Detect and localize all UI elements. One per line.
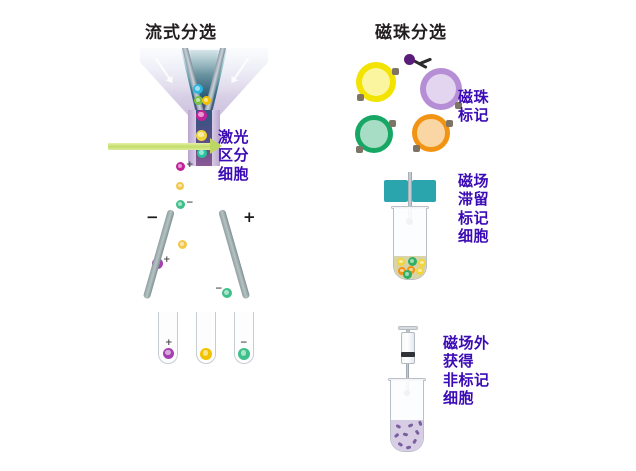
syringe-flange [398,326,418,330]
stream-cell [194,96,203,105]
retained-cell [397,258,405,266]
droplet [176,162,185,171]
cell-cytoplasm [417,119,445,147]
syringe-barrel [401,332,415,364]
cell-nub [446,120,453,127]
laser-arrow-icon [210,138,222,154]
cell-nub [392,68,399,75]
stream-cell [196,110,207,121]
left-panel-title: 流式分选 [145,23,217,43]
magnet-retention-annotation: 磁场 滞留 标记 细胞 [458,172,490,245]
retained-cell [418,259,426,267]
cell-cytoplasm [425,73,457,105]
droplet-charge-minus: − [215,284,223,294]
cell-nub [356,146,363,153]
cell-nub [455,102,462,109]
magnet-block-right [412,180,436,202]
droplet-charge-minus: − [186,198,194,208]
cell-cytoplasm [360,120,388,148]
droplet [176,182,184,190]
syringe-stopper [401,352,415,357]
stream-cell [193,84,203,94]
droplet-charge-plus: + [186,160,194,170]
collected-cell [238,348,250,360]
retained-cell [403,270,412,279]
stream-cell [197,148,207,158]
retained-cell [398,267,406,275]
droplet [222,288,232,298]
droplet [176,200,185,209]
collected-cell [163,348,174,359]
plate-sign-positive: + [243,208,256,226]
stream-cell [202,96,211,105]
right-panel-title: 磁珠分选 [375,23,447,43]
collected-cell [200,348,212,360]
retained-cell [416,267,424,275]
outside-magnet-annotation: 磁场外 获得 非标记 细胞 [443,334,490,407]
cell-cytoplasm [361,67,391,97]
retained-cell [408,257,417,266]
droplet [178,240,187,249]
magnetic-bead [404,54,415,65]
stream-cell [196,130,207,141]
bead-label-annotation: 磁珠 标记 [458,88,490,125]
sheath-flow-arrow [144,79,162,103]
laser-annotation: 激光 区分 细胞 [218,128,250,183]
cell-nub [413,145,420,152]
plate-sign-negative: − [146,208,159,226]
collected-charge-plus: + [165,338,173,348]
droplet-charge-plus: + [163,255,171,265]
cell-nub [357,94,364,101]
probe-rod [408,172,412,220]
magnet-block-left [384,180,408,202]
retained-cell [407,266,415,274]
stem-wall-left [188,110,196,166]
cell-nub [389,120,396,127]
collected-charge-minus: − [240,338,248,348]
laser-beam [108,143,212,150]
